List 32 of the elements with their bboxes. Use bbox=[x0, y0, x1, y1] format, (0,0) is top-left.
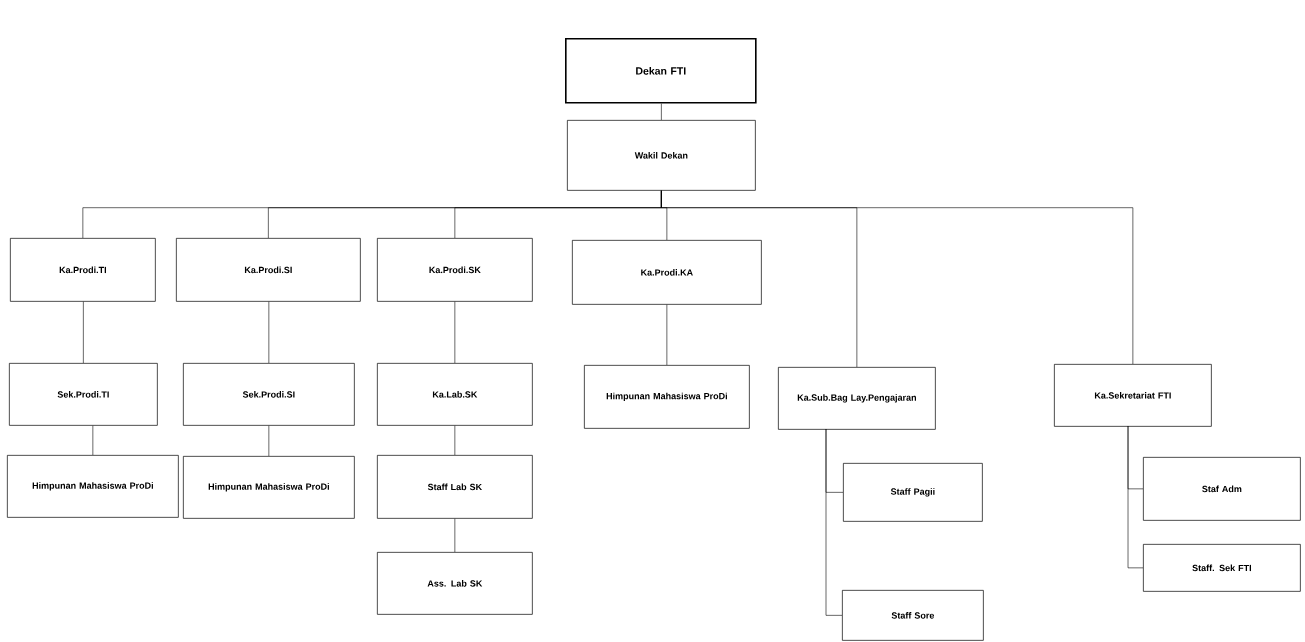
org-box: Ka.Prodi.SK bbox=[377, 238, 533, 302]
title-box: Dekan FTI bbox=[565, 38, 757, 104]
connector-line bbox=[661, 190, 1134, 365]
org-box: Ka.Lab.SK bbox=[377, 363, 533, 426]
org-box: Ka.Prodi.KA bbox=[572, 240, 762, 305]
connector-line bbox=[454, 518, 456, 553]
org-box: Ka.Prodi.SI bbox=[176, 238, 361, 302]
org-box: Staff Sore bbox=[842, 590, 984, 641]
org-box: Himpunan Mahasiswa ProDi bbox=[183, 456, 355, 519]
connector-line bbox=[454, 425, 456, 456]
org-box: Sek.Prodi.TI bbox=[9, 363, 158, 426]
connector-line bbox=[1127, 425, 1144, 569]
connector-line bbox=[661, 103, 662, 121]
connector-line bbox=[825, 428, 843, 616]
connector-line bbox=[666, 304, 668, 366]
connector-line bbox=[83, 301, 84, 364]
org-box: Staff Lab SK bbox=[377, 455, 533, 519]
connector-line bbox=[268, 301, 270, 364]
connector-line bbox=[268, 425, 270, 457]
org-box: Staff. Sek FTI bbox=[1143, 544, 1301, 592]
connector-line bbox=[92, 425, 94, 456]
org-box: Staf Adm bbox=[1143, 457, 1301, 521]
org-box: Ka.Sub.Bag Lay.Pengajaran bbox=[778, 367, 936, 430]
connector-line bbox=[454, 301, 456, 364]
org-box: Himpunan Mahasiswa ProDi bbox=[7, 455, 179, 518]
org-box: Sek.Prodi.SI bbox=[183, 363, 355, 426]
org-box: Himpunan Mahasiswa ProDi bbox=[584, 365, 750, 429]
org-box: Wakil Dekan bbox=[567, 120, 756, 191]
org-box: Staff Pagii bbox=[843, 463, 983, 522]
org-box: Ka.Prodi.TI bbox=[10, 238, 156, 302]
org-box: Ka.Sekretariat FTI bbox=[1054, 364, 1212, 427]
org-box: Ass. Lab SK bbox=[377, 552, 533, 615]
